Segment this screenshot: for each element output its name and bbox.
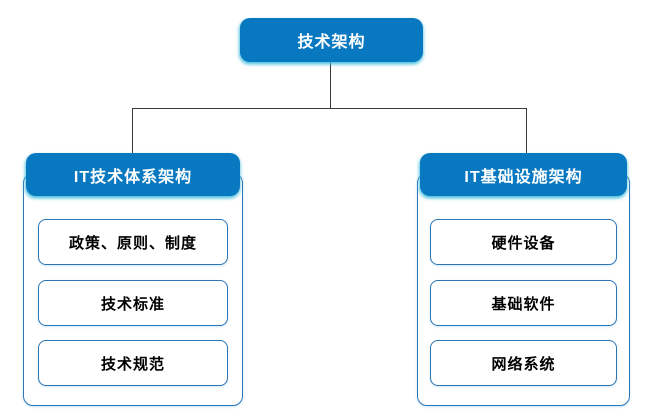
- list-item: 技术规范: [38, 340, 228, 386]
- group-container-tech-system: IT技术体系架构 政策、原则、制度 技术标准 技术规范: [23, 153, 243, 406]
- group-container-infrastructure: IT基础设施架构 硬件设备 基础软件 网络系统: [417, 153, 630, 406]
- connector-horizontal: [132, 108, 527, 109]
- root-node: 技术架构: [240, 18, 423, 62]
- list-item: 网络系统: [430, 340, 617, 386]
- list-item: 政策、原则、制度: [38, 219, 228, 265]
- list-item: 硬件设备: [430, 219, 617, 265]
- list-item: 基础软件: [430, 280, 617, 326]
- list-item: 技术标准: [38, 280, 228, 326]
- group-header-tech-system: IT技术体系架构: [26, 153, 240, 196]
- group-header-infrastructure: IT基础设施架构: [420, 153, 627, 196]
- connector-left-drop: [132, 108, 133, 154]
- connector-right-drop: [526, 108, 527, 154]
- connector-root-stem: [330, 62, 331, 109]
